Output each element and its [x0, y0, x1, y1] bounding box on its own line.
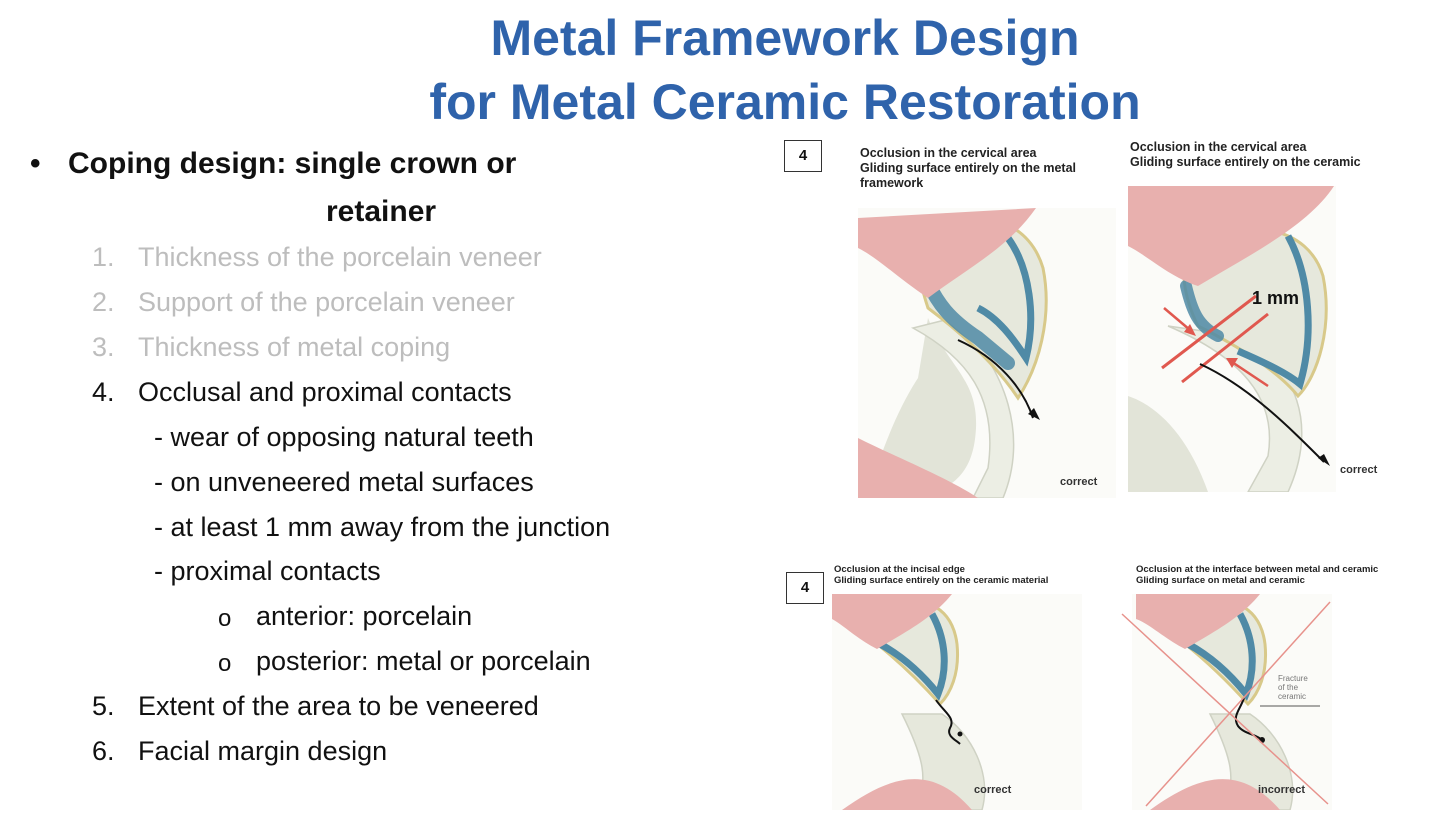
- list-number: 3.: [92, 332, 115, 362]
- tooth-illustration: [1128, 186, 1336, 492]
- sub-item-1: - wear of opposing natural teeth: [154, 422, 534, 452]
- figure-caption: Occlusion in the cervical area Gliding s…: [1130, 140, 1361, 169]
- title-line-1: Metal Framework Design: [490, 10, 1080, 66]
- tooth-illustration: [832, 594, 1082, 810]
- subsub-bullet-2: o: [218, 650, 232, 677]
- sub-item-2: - on unveneered metal surfaces: [154, 467, 534, 497]
- list-text: Extent of the area to be veneered: [138, 691, 539, 721]
- figure-caption: Occlusion at the interface between metal…: [1136, 564, 1379, 586]
- figure-label-incorrect: incorrect: [1258, 784, 1306, 796]
- figure-cervical-ceramic: Occlusion in the cervical area Gliding s…: [1128, 140, 1418, 498]
- list-number: 5.: [92, 691, 115, 721]
- measure-1mm: 1 mm: [1252, 288, 1300, 308]
- list-text: Facial margin design: [138, 736, 388, 766]
- figure-interface-incorrect: Occlusion at the interface between metal…: [1120, 564, 1416, 810]
- subsub-bullet-1: o: [218, 605, 232, 632]
- list-number: 6.: [92, 736, 115, 766]
- list-number: 1.: [92, 242, 115, 272]
- bullet-dot: •: [30, 147, 41, 180]
- list-text: Thickness of metal coping: [138, 332, 451, 362]
- subsub-item-2: posterior: metal or porcelain: [256, 646, 591, 676]
- figure-label-correct: correct: [1340, 464, 1378, 476]
- sub-item-4: - proximal contacts: [154, 556, 381, 586]
- sub-item-3: - at least 1 mm away from the junction: [154, 512, 611, 542]
- figure-caption: Occlusion at the incisal edge Gliding su…: [834, 564, 1049, 586]
- figure-caption: Occlusion in the cervical area Gliding s…: [860, 146, 1077, 190]
- list-number: 2.: [92, 287, 115, 317]
- title-line-2: for Metal Ceramic Restoration: [429, 74, 1141, 130]
- figure-label-correct: correct: [974, 784, 1012, 796]
- figure-incisal-ceramic: Occlusion at the incisal edge Gliding su…: [832, 564, 1122, 810]
- tooth-illustration: [858, 208, 1116, 498]
- figure-number-box-top: 4: [784, 140, 822, 172]
- figure-number-box-bottom: 4: [786, 572, 824, 604]
- figure-cervical-metal: Occlusion in the cervical area Gliding s…: [858, 146, 1120, 498]
- list-text: Support of the porcelain veneer: [138, 287, 515, 317]
- list-text: Thickness of the porcelain veneer: [138, 242, 542, 272]
- figure-label-correct: correct: [1060, 476, 1098, 488]
- heading-line-2: retainer: [326, 195, 437, 228]
- slide-title: Metal Framework Design for Metal Ceramic…: [300, 6, 1270, 134]
- tooth-illustration: [1121, 594, 1332, 810]
- list-text: Occlusal and proximal contacts: [138, 377, 512, 407]
- subsub-item-1: anterior: porcelain: [256, 601, 473, 631]
- fracture-note: Fracture of the ceramic: [1278, 674, 1308, 701]
- list-number: 4.: [92, 377, 115, 407]
- heading-line-1: Coping design: single crown or: [68, 147, 517, 180]
